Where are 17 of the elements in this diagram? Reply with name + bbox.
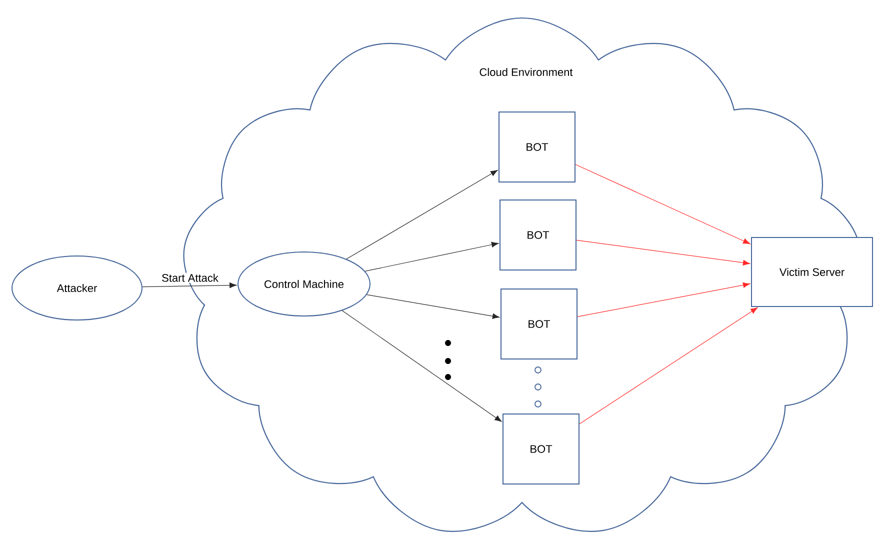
arrow bbox=[346, 170, 498, 260]
process-box: Victim Server bbox=[751, 237, 873, 307]
arrow bbox=[142, 282, 237, 288]
arrow bbox=[577, 282, 750, 317]
process-box: BOT bbox=[502, 414, 580, 484]
ellipse-node: Control Machine bbox=[238, 252, 370, 316]
arrow bbox=[366, 294, 500, 319]
ellipse-node: Attacker bbox=[12, 256, 142, 320]
edge-label: Start Attack bbox=[160, 272, 220, 283]
process-box: BOT bbox=[500, 200, 576, 270]
arrow bbox=[342, 310, 502, 422]
arrow bbox=[364, 242, 499, 272]
arrow bbox=[575, 164, 750, 244]
process-box: BOT bbox=[500, 288, 578, 360]
process-box: BOT bbox=[498, 112, 576, 182]
arrow bbox=[576, 240, 750, 266]
arrow bbox=[579, 307, 758, 424]
